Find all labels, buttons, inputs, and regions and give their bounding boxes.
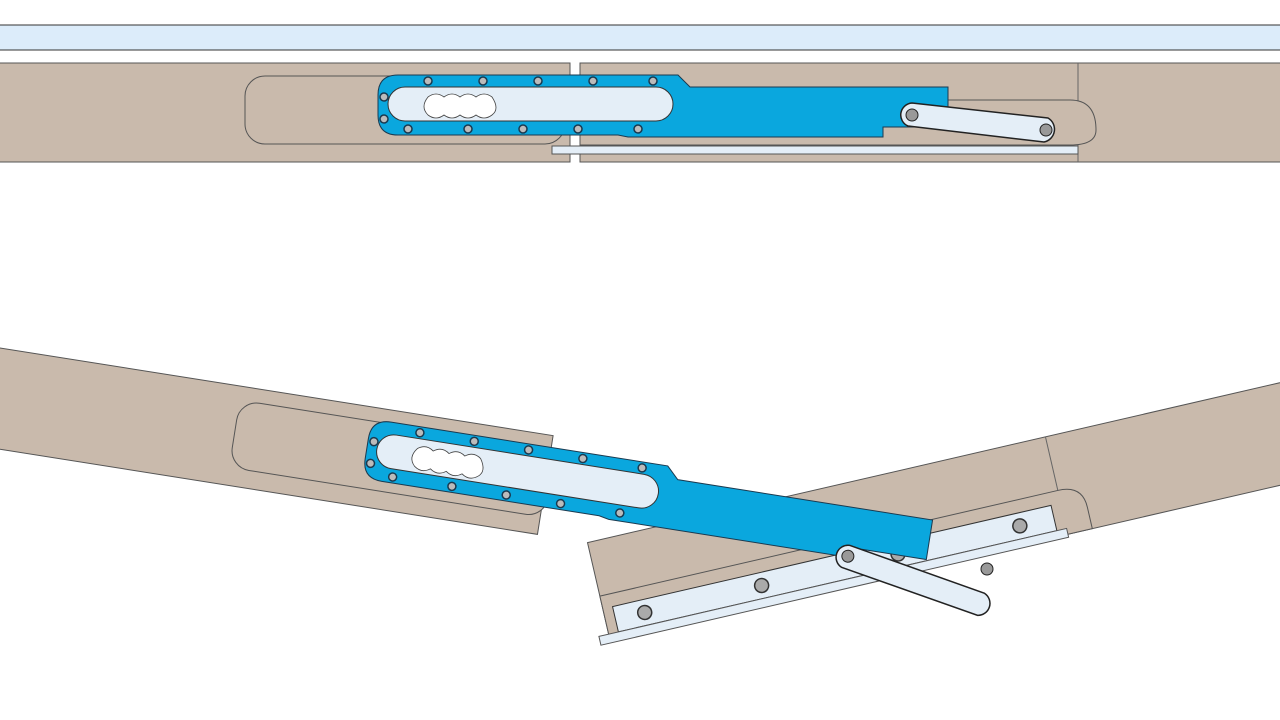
open-view: [0, 341, 1280, 646]
right-panel-open: [586, 379, 1280, 646]
base-rail: [551, 145, 1079, 155]
pivot-icon: [841, 549, 855, 563]
pivot-icon: [980, 562, 994, 576]
left-panel-open: [0, 341, 991, 617]
pivot-icon: [905, 108, 919, 122]
hinge-link-open: [835, 544, 991, 617]
hinge-link: [900, 102, 1056, 143]
pivot-icon: [1039, 123, 1053, 137]
top-strip: [0, 24, 1280, 51]
closed-view: [0, 24, 1280, 163]
